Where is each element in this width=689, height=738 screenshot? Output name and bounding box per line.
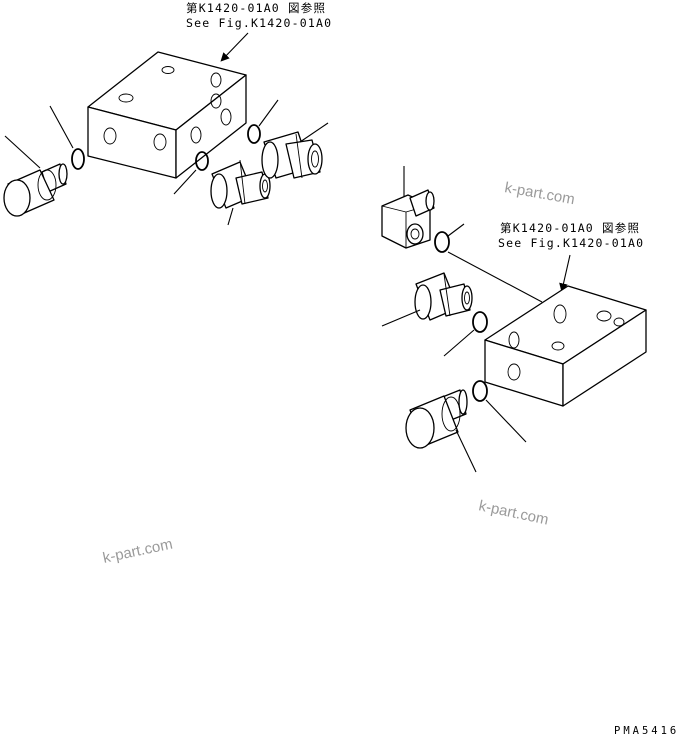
right-bottom-o-ring xyxy=(472,380,488,402)
reference-top-line1: 第K1420-01A0 図参照 xyxy=(186,1,326,15)
leader-right-top-o-ring xyxy=(447,223,465,237)
leader-left-plug xyxy=(4,135,41,169)
reference-right-line1: 第K1420-01A0 図参照 xyxy=(500,221,640,235)
drawing-code: PMA5416 xyxy=(614,725,679,737)
leader-right-middle-o-ring xyxy=(443,329,475,357)
watermark-3: k-part.com xyxy=(101,536,174,567)
left-plug xyxy=(3,163,68,217)
middle-o-ring xyxy=(195,151,209,171)
right-middle-o-ring xyxy=(472,311,488,333)
reference-right-line2: See Fig.K1420-01A0 xyxy=(498,236,644,250)
left-assembly: 第K1420-01A0 図参照 See Fig.K1420-01A0 xyxy=(3,1,332,226)
leader-left-connector xyxy=(227,207,234,226)
leader-middle-o-ring xyxy=(173,169,197,195)
right-elbow-fitting xyxy=(381,189,435,249)
left-union-fitting xyxy=(261,131,323,179)
reference-top-line2: See Fig.K1420-01A0 xyxy=(186,16,332,30)
leader-right-plug xyxy=(455,429,477,473)
reference-right-arrow xyxy=(559,254,571,293)
watermark-2: k-part.com xyxy=(477,497,550,528)
upper-o-ring xyxy=(247,124,261,144)
leader-right-bottom-o-ring xyxy=(485,399,527,443)
watermark-1: k-part.com xyxy=(503,179,576,208)
leader-long-to-block xyxy=(447,251,543,303)
leader-left-union-fitting xyxy=(299,122,329,143)
right-valve-block xyxy=(484,285,647,407)
reference-top-arrow xyxy=(220,32,249,62)
right-plug xyxy=(405,389,468,449)
leader-upper-o-ring xyxy=(258,99,279,127)
right-connector xyxy=(414,272,473,321)
left-o-ring xyxy=(71,148,85,170)
right-assembly: 第K1420-01A0 図参照 See Fig.K1420-01A0 xyxy=(381,166,647,473)
left-connector xyxy=(210,159,271,209)
left-valve-block xyxy=(87,51,247,179)
leader-left-o-ring xyxy=(49,105,74,149)
leader-right-connector xyxy=(381,309,421,327)
right-top-o-ring xyxy=(434,231,450,253)
